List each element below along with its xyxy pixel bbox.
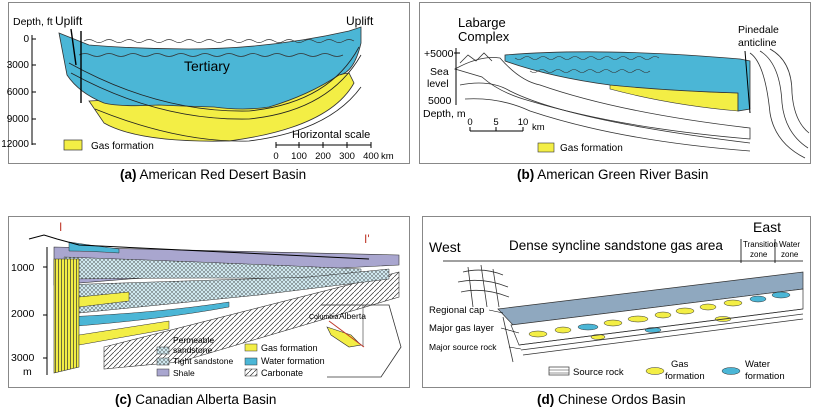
water-swatch xyxy=(721,367,741,375)
transition-zone-1: Transition xyxy=(743,240,778,249)
uplift-left-label: Uplift xyxy=(55,14,83,28)
sea-level-label-1: Sea xyxy=(430,66,449,78)
legend-water-2: formation xyxy=(745,371,785,382)
caption-a: (a) American Red Desert Basin xyxy=(120,167,307,182)
legend-carbonate: Carbonate xyxy=(261,368,303,378)
area-title: Dense syncline sandstone gas area xyxy=(509,238,723,253)
depth-tick-3000: 3000 xyxy=(7,60,30,71)
depth-tick-0: 0 xyxy=(23,34,29,45)
legend-source-rock: Source rock xyxy=(573,367,624,378)
gas-legend-swatch xyxy=(537,142,555,153)
water-zone-2: zone xyxy=(781,250,799,259)
scale-tick-5: 5 xyxy=(493,117,498,128)
depth-tick-2000: 2000 xyxy=(11,308,35,320)
pinedale-label-2: anticline xyxy=(738,37,777,49)
legend-gas-2: formation xyxy=(665,371,705,382)
shale-swatch xyxy=(156,368,170,377)
gas-legend-label: Gas formation xyxy=(560,143,623,154)
panel-d-ordos: West East Dense syncline sandstone gas a… xyxy=(422,216,811,388)
major-gas-label: Major gas layer xyxy=(429,323,494,334)
gas-formation-body xyxy=(53,258,80,374)
legend-shale: Shale xyxy=(173,368,195,378)
tertiary-water-body xyxy=(58,26,362,110)
depth-bottom-label: 5000 xyxy=(428,95,452,107)
labarge-label-2: Complex xyxy=(458,29,510,44)
sea-level-label-2: level xyxy=(427,78,449,90)
depth-tick-1000: 1000 xyxy=(11,262,35,274)
caption-b: (b) American Green River Basin xyxy=(517,167,709,182)
gas-swatch xyxy=(244,343,258,352)
labarge-label-1: Labarge xyxy=(458,15,506,30)
red-desert-cross-section: 0 3000 6000 9000 12000 Depth, ft Uplift … xyxy=(1,14,394,162)
green-river-cross-section: Labarge Complex Pinedale anticline +5000… xyxy=(423,15,810,159)
west-label: West xyxy=(429,239,461,255)
section-marker-right: I' xyxy=(364,232,370,246)
scale-tick-10: 10 xyxy=(518,117,529,128)
pinedale-label-1: Pinedale xyxy=(738,24,779,36)
legend-gas-1: Gas xyxy=(671,359,689,370)
scale-tick-300: 300 xyxy=(339,151,355,162)
major-source-label: Major source rock xyxy=(429,342,497,352)
ordos-cross-section: West East Dense syncline sandstone gas a… xyxy=(429,219,804,382)
caption-d: (d) Chinese Ordos Basin xyxy=(537,392,686,407)
gas-legend-label: Gas formation xyxy=(91,141,154,152)
scale-tick-400: 400 xyxy=(363,151,379,162)
source-rock-swatch xyxy=(548,366,570,376)
legend-water-1: Water xyxy=(745,359,770,370)
panel-c-alberta: 1000 2000 3000 m I I' Permeable sandston… xyxy=(8,216,410,388)
horizontal-scale-title: Horizontal scale xyxy=(292,129,370,141)
carbonate-body xyxy=(103,271,400,370)
water-zone-1: Water xyxy=(779,240,800,249)
east-label: East xyxy=(753,219,781,235)
depth-unit: m xyxy=(23,366,32,378)
gas-swatch xyxy=(645,367,665,375)
map-label-alberta: Alberta xyxy=(339,311,366,321)
legend-tight: Tight sandstone xyxy=(173,356,233,366)
panel-b-green-river: Labarge Complex Pinedale anticline +5000… xyxy=(419,2,811,164)
legend-permeable-2: sandstone xyxy=(173,345,212,355)
uplift-right-label: Uplift xyxy=(346,14,374,28)
legend-gas: Gas formation xyxy=(261,343,318,353)
scale-unit: km xyxy=(381,151,394,162)
panel-a-red-desert: 0 3000 6000 9000 12000 Depth, ft Uplift … xyxy=(1,2,410,164)
depth-tick-9000: 9000 xyxy=(7,114,30,125)
regional-cap-label: Regional cap xyxy=(429,305,484,316)
alberta-cross-section: 1000 2000 3000 m I I' Permeable sandston… xyxy=(11,220,402,378)
tight-sandstone-swatch xyxy=(156,357,170,366)
depth-ticks: 0 3000 6000 9000 12000 xyxy=(1,34,36,150)
depth-tick-12000: 12000 xyxy=(1,139,29,150)
depth-tick-3000: 3000 xyxy=(11,352,35,364)
tertiary-label: Tertiary xyxy=(184,58,230,74)
map-label-columbia: Columbia xyxy=(309,314,339,321)
scale-tick-200: 200 xyxy=(315,151,331,162)
section-marker-left: I xyxy=(59,220,62,234)
legend-water: Water formation xyxy=(261,356,325,366)
scale-unit: km xyxy=(532,122,545,133)
location-inset-map: Columbia Alberta xyxy=(309,304,402,378)
water-formation-body xyxy=(63,301,230,328)
depth-axis-label: Depth, ft xyxy=(13,16,53,28)
scale-tick-0: 0 xyxy=(467,117,472,128)
water-swatch xyxy=(244,357,258,366)
depth-tick-6000: 6000 xyxy=(7,87,30,98)
permeable-sandstone-swatch xyxy=(156,346,170,355)
transition-zone-2: zone xyxy=(750,250,768,259)
scale-tick-0: 0 xyxy=(273,151,278,162)
caption-c: (c) Canadian Alberta Basin xyxy=(115,392,277,407)
legend-permeable-1: Permeable xyxy=(173,335,214,345)
gas-legend-swatch xyxy=(63,139,83,151)
depth-unit-label: Depth, m xyxy=(423,108,466,120)
carbonate-swatch xyxy=(244,368,258,377)
water-formation-body xyxy=(504,51,751,112)
scale-tick-100: 100 xyxy=(291,151,307,162)
depth-top-label: +5000 xyxy=(424,48,454,60)
